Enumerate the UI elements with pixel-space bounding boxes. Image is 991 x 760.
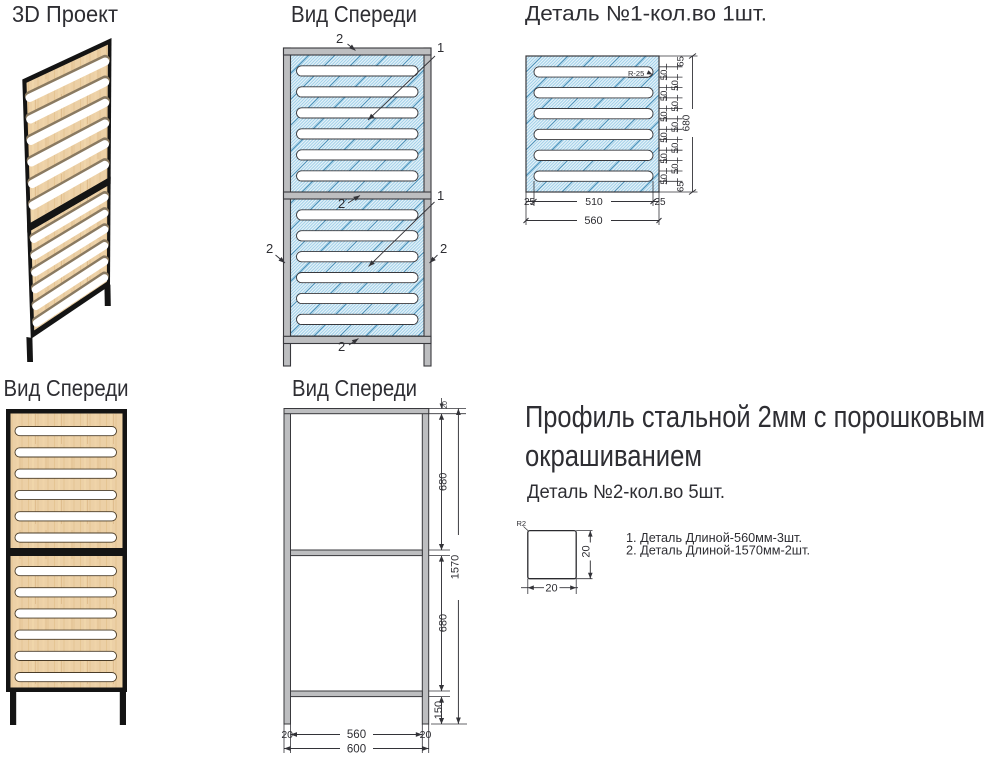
svg-text:50: 50	[659, 153, 670, 164]
svg-text:2: 2	[338, 339, 345, 354]
svg-text:50: 50	[670, 163, 681, 174]
svg-text:65: 65	[676, 56, 687, 67]
svg-text:20: 20	[281, 729, 293, 741]
svg-text:560: 560	[347, 729, 366, 741]
svg-text:50: 50	[659, 111, 670, 122]
svg-text:20: 20	[420, 729, 432, 741]
svg-text:2: 2	[266, 241, 273, 256]
svg-text:560: 560	[584, 215, 602, 227]
svg-text:600: 600	[347, 744, 366, 756]
svg-text:150: 150	[433, 701, 445, 719]
svg-text:20: 20	[581, 545, 593, 557]
svg-text:Вид Спереди: Вид Спереди	[291, 1, 417, 27]
svg-text:680: 680	[682, 114, 693, 131]
svg-text:25: 25	[654, 197, 666, 208]
svg-text:50: 50	[670, 122, 681, 133]
svg-text:50: 50	[659, 132, 670, 143]
svg-text:50: 50	[670, 80, 681, 91]
svg-text:2: 2	[440, 241, 447, 256]
svg-text:2: 2	[336, 31, 343, 46]
svg-text:окрашиванием: окрашиванием	[525, 438, 702, 473]
svg-text:50: 50	[670, 143, 681, 154]
svg-text:1570: 1570	[450, 555, 462, 579]
svg-text:65: 65	[676, 181, 687, 192]
svg-text:510: 510	[585, 196, 603, 208]
svg-text:25: 25	[524, 197, 536, 208]
svg-text:50: 50	[670, 101, 681, 112]
svg-text:Профиль стальной 2мм с порошко: Профиль стальной 2мм с порошковым	[525, 399, 985, 434]
svg-text:1: 1	[437, 40, 444, 55]
svg-text:Деталь №1-кол.во 1шт.: Деталь №1-кол.во 1шт.	[525, 3, 767, 26]
svg-text:Вид Спереди: Вид Спереди	[4, 375, 129, 401]
svg-text:1. Деталь Длиной-560мм-3шт.: 1. Деталь Длиной-560мм-3шт.	[626, 530, 802, 545]
svg-text:3D Проект: 3D Проект	[12, 1, 118, 27]
svg-text:20: 20	[545, 582, 557, 594]
svg-text:680: 680	[438, 473, 450, 491]
svg-text:50: 50	[659, 91, 670, 102]
svg-text:50: 50	[659, 174, 670, 185]
svg-text:20: 20	[442, 401, 449, 409]
svg-text:680: 680	[438, 614, 450, 632]
svg-text:Деталь №2-кол.во 5шт.: Деталь №2-кол.во 5шт.	[527, 482, 725, 503]
svg-text:2: 2	[338, 196, 345, 211]
svg-text:2. Деталь Длиной-1570мм-2шт.: 2. Деталь Длиной-1570мм-2шт.	[626, 543, 810, 558]
svg-text:50: 50	[659, 70, 670, 81]
svg-text:R-25: R-25	[628, 69, 644, 78]
svg-text:Вид Спереди: Вид Спереди	[292, 375, 417, 401]
svg-text:R2: R2	[517, 519, 527, 528]
svg-text:1: 1	[437, 188, 444, 203]
